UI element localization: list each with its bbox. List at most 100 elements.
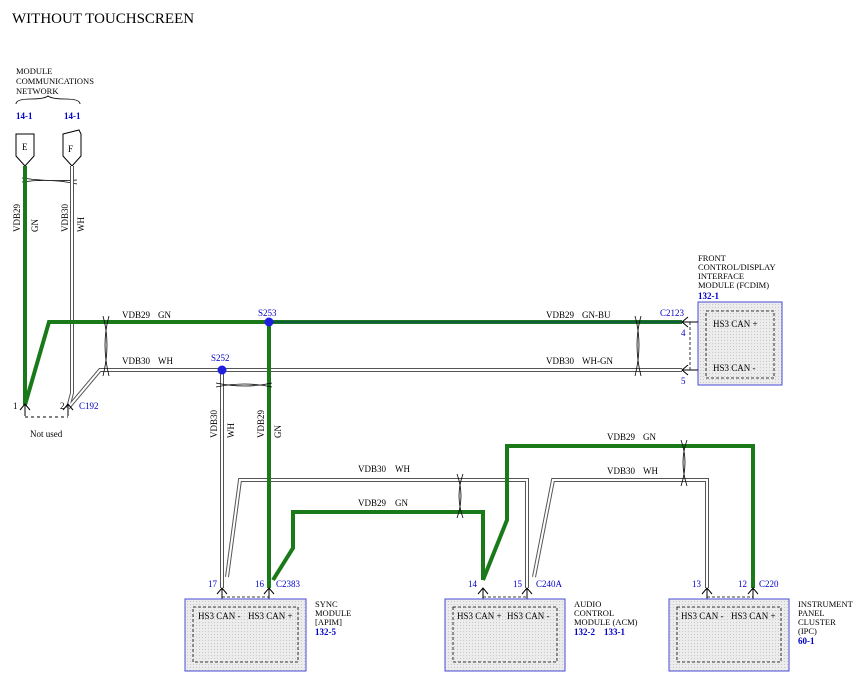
- wire-label-vdb29-right: VDB29: [546, 310, 575, 320]
- ipc-inner-box: [676, 606, 782, 663]
- ipc-can-plus: HS3 CAN +: [731, 611, 776, 621]
- wire-label-gn-left: GN: [158, 310, 171, 320]
- wire-label-gn-bu: GN-BU: [582, 310, 611, 320]
- apim-pin16-arrow: [263, 587, 275, 600]
- ipc-can-minus: HS3 CAN -: [681, 611, 724, 621]
- acm-ref-2[interactable]: 133-1: [604, 627, 625, 637]
- wire-label-vdb29-acm: VDB29: [358, 498, 387, 508]
- wire-label-wh-acm: WH: [395, 464, 410, 474]
- network-label-line-1: MODULE: [16, 66, 52, 76]
- fcdim-inner-box: [705, 310, 775, 379]
- wire-label-vdb29-apim: VDB29: [256, 409, 266, 438]
- module-apim[interactable]: 17 16 C2383 HS3 CAN - HS3 CAN + SYNC MOD…: [184, 579, 351, 672]
- wire-label-gn-apim: GN: [273, 425, 283, 438]
- fcdim-label-line-3: INTERFACE: [698, 271, 744, 281]
- acm-label-line-2: CONTROL: [574, 608, 614, 618]
- ipc-ref[interactable]: 60-1: [798, 636, 815, 646]
- wire-label-vdb29-left: VDB29: [122, 310, 151, 320]
- wire-label-vdb30-apim: VDB30: [209, 409, 219, 438]
- acm-pin15-arrow: [521, 587, 533, 600]
- apim-box: [184, 598, 307, 672]
- c192-pin2: 2: [60, 401, 65, 411]
- gn-wires: [23, 166, 755, 588]
- wire-label-vdb30-f: VDB30: [60, 203, 70, 232]
- connector-e-label: E: [22, 142, 28, 152]
- wh-wires: [66, 166, 709, 588]
- acm-can-plus: HS3 CAN +: [457, 611, 502, 621]
- ipc-pin12-arrow: [747, 587, 759, 600]
- acm-label-line-1: AUDIO: [574, 599, 601, 609]
- wire-label-vdb30-ipc: VDB30: [607, 466, 636, 476]
- fcdim-label-line-4: MODULE (FCDIM): [698, 280, 769, 290]
- module-acm[interactable]: 14 15 C240A HS3 CAN + HS3 CAN - AUDIO CO…: [444, 579, 638, 672]
- wire-label-vdb29-ipc: VDB29: [607, 432, 636, 442]
- connector-c192: 1 2 C192 Not used: [13, 401, 99, 439]
- network-label-line-2: COMMUNICATIONS: [16, 76, 94, 86]
- wire-label-vdb30-right: VDB30: [546, 356, 575, 366]
- acm-ref-1[interactable]: 132-2: [574, 627, 595, 637]
- fcdim-can-plus: HS3 CAN +: [713, 319, 758, 329]
- apim-inner-box: [192, 606, 299, 663]
- fcdim-box: [697, 301, 783, 386]
- c192-pin1: 1: [13, 401, 18, 411]
- wire-label-wh-gn: WH-GN: [582, 356, 613, 366]
- acm-pin14: 14: [468, 579, 478, 589]
- page-title: WITHOUT TOUCHSCREEN: [12, 11, 194, 27]
- fcdim-label-line-1: FRONT: [698, 253, 727, 263]
- fcdim-pin4: 4: [681, 328, 686, 338]
- apim-label-line-2: MODULE: [315, 608, 351, 618]
- network-brace: [15, 95, 81, 105]
- splice-s252: [217, 365, 227, 375]
- wire-label-gn-acm: GN: [395, 498, 408, 508]
- acm-box: [444, 598, 566, 672]
- ipc-pin13: 13: [692, 579, 702, 589]
- ipc-label-line-4: (IPC): [798, 626, 817, 636]
- twist-marker: [21, 177, 78, 185]
- wire-label-wh-f: WH: [76, 217, 86, 232]
- fcdim-connector: C2123: [660, 308, 685, 318]
- wire-label-gn-ipc: GN: [643, 432, 656, 442]
- fcdim-can-minus: HS3 CAN -: [713, 363, 756, 373]
- network-ref-right[interactable]: 14-1: [64, 111, 81, 121]
- apim-label-line-3: [APIM]: [315, 617, 342, 627]
- wire-label-wh-apim: WH: [226, 423, 236, 438]
- ipc-label-line-3: CLUSTER: [798, 617, 836, 627]
- wire-label-vdb29-e: VDB29: [12, 203, 22, 232]
- acm-label-line-3: MODULE (ACM): [574, 617, 638, 627]
- network-ref-left[interactable]: 14-1: [16, 111, 33, 121]
- apim-label-line-1: SYNC: [315, 599, 338, 609]
- module-fcdim[interactable]: FRONT CONTROL/DISPLAY INTERFACE MODULE (…: [660, 253, 783, 386]
- wire-label-wh-ipc: WH: [643, 466, 658, 476]
- fcdim-ref[interactable]: 132-1: [698, 291, 719, 301]
- apim-pin17-arrow: [216, 587, 228, 600]
- wire-label-wh-left: WH: [158, 356, 173, 366]
- ipc-label-line-2: PANEL: [798, 608, 825, 618]
- module-ipc[interactable]: 13 12 C220 HS3 CAN - HS3 CAN + INSTRUMEN…: [668, 579, 854, 672]
- acm-pin14-arrow: [477, 587, 489, 600]
- ipc-pin12: 12: [738, 579, 747, 589]
- c192-not-used: Not used: [30, 429, 63, 439]
- ipc-connector: C220: [759, 579, 779, 589]
- fcdim-pin5: 5: [681, 376, 686, 386]
- acm-pin15: 15: [513, 579, 523, 589]
- c192-name: C192: [79, 401, 99, 411]
- apim-can-minus: HS3 CAN -: [198, 611, 241, 621]
- wire-label-vdb30-left: VDB30: [122, 356, 151, 366]
- apim-ref[interactable]: 132-5: [315, 627, 336, 637]
- fcdim-label-line-2: CONTROL/DISPLAY: [698, 262, 776, 272]
- ipc-label-line-1: INSTRUMENT: [798, 599, 854, 609]
- acm-inner-box: [452, 606, 558, 663]
- apim-pin17: 17: [208, 579, 218, 589]
- wire-label-gn-e: GN: [30, 219, 40, 232]
- network-label-line-3: NETWORK: [16, 86, 59, 96]
- connector-f: F: [62, 129, 82, 167]
- ipc-box: [668, 598, 790, 672]
- wire-label-vdb30-acm: VDB30: [358, 464, 387, 474]
- apim-pin16: 16: [255, 579, 265, 589]
- acm-connector: C240A: [536, 579, 563, 589]
- splice-s252-label: S252: [211, 353, 230, 363]
- twist-markers: [102, 315, 688, 519]
- network-label: MODULE COMMUNICATIONS NETWORK 14-1 14-1: [15, 66, 94, 121]
- splice-s253: [264, 317, 274, 327]
